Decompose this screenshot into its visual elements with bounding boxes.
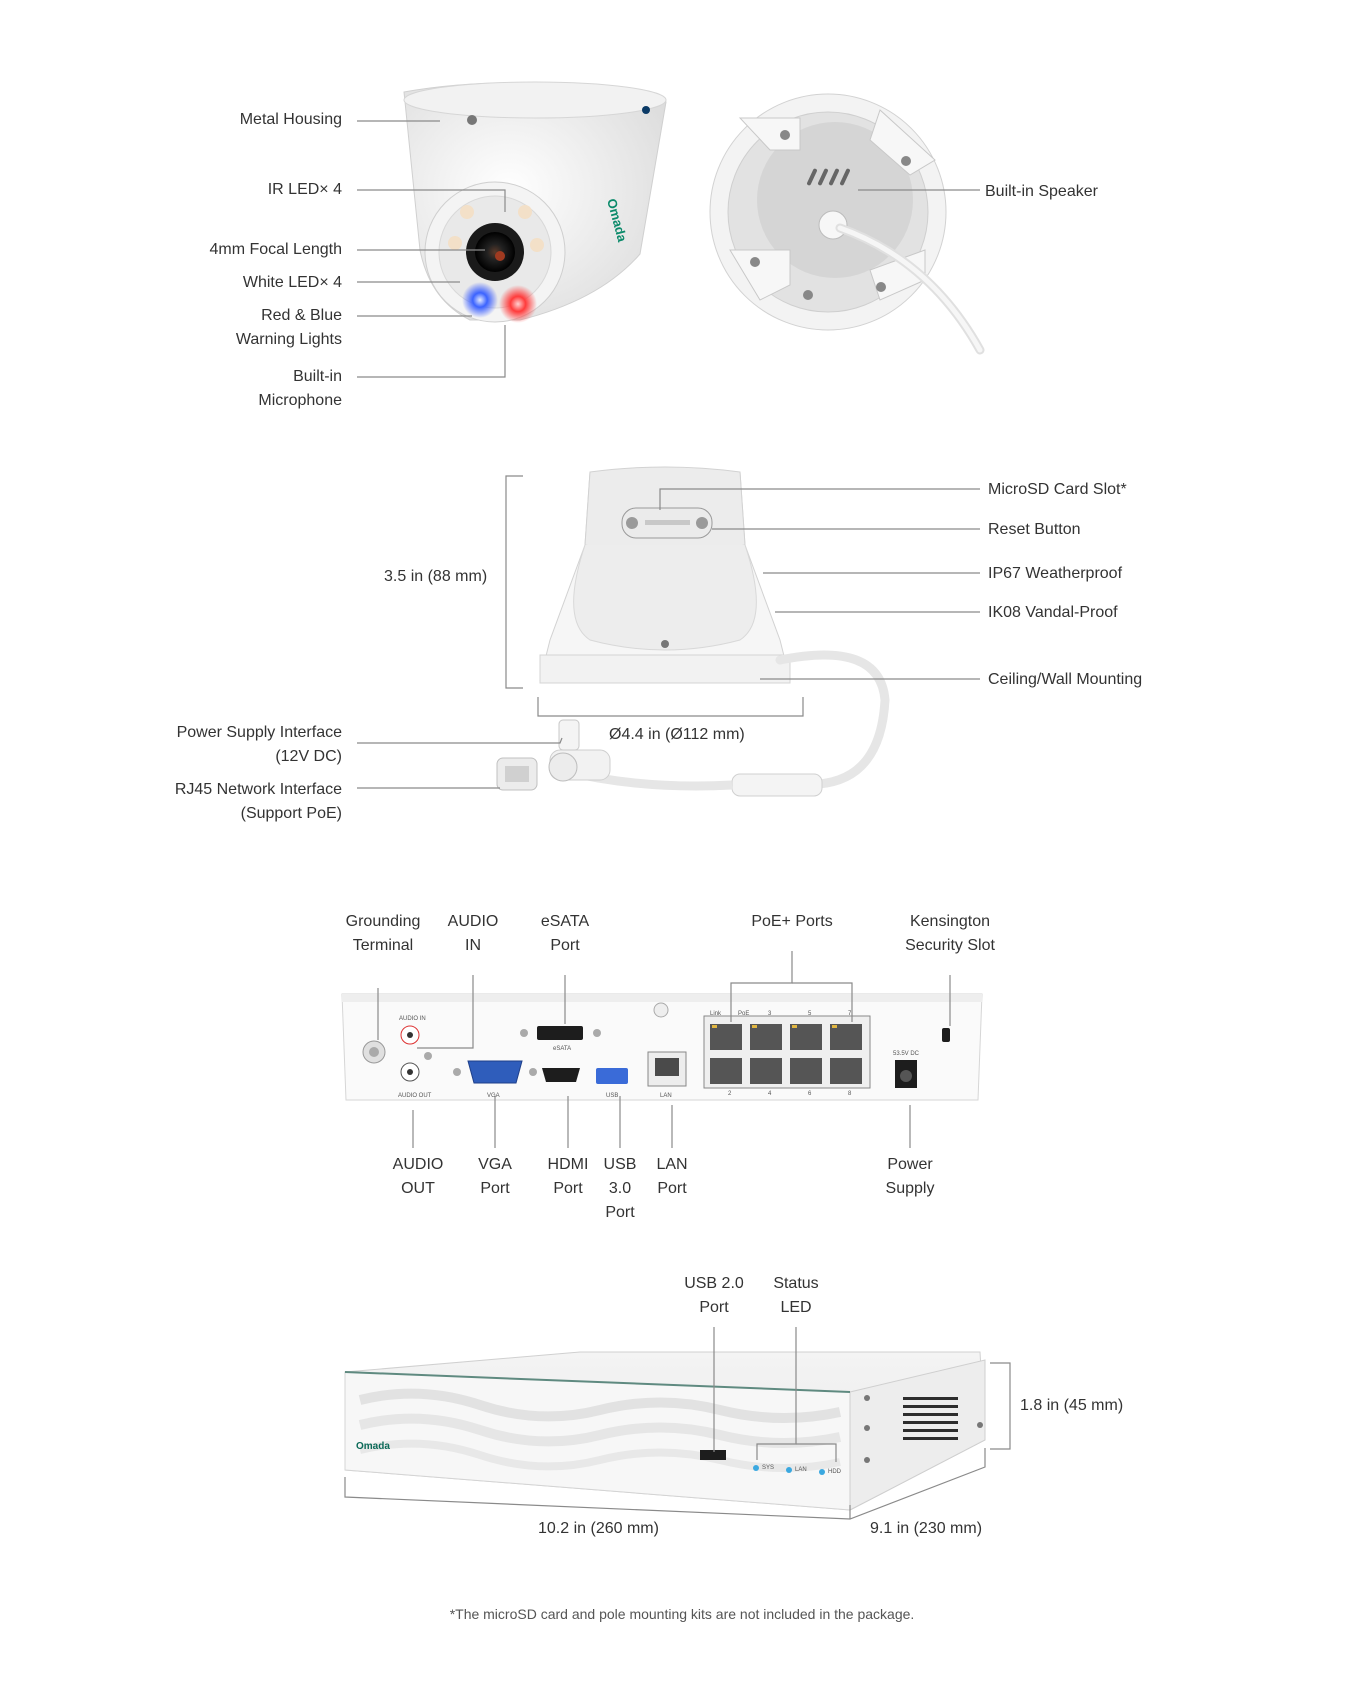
camera-diameter-dimension: Ø4.4 in (Ø112 mm) [609, 726, 745, 743]
poe-ports-label: PoE+ Ports [751, 913, 833, 930]
ik08-label: IK08 Vandal-Proof [988, 604, 1118, 621]
panel-port-5: 5 [808, 1011, 812, 1017]
rj45-interface-label: RJ45 Network Interface(Support PoE) [174, 781, 342, 822]
panel-port-8: 8 [848, 1091, 852, 1097]
nvr-brand-logo: Omada [356, 1441, 390, 1452]
white-led-label: White LED× 4 [242, 274, 342, 291]
panel-port-6: 6 [808, 1091, 812, 1097]
panel-lan-text: LAN [660, 1093, 672, 1099]
ip67-label: IP67 Weatherproof [988, 565, 1123, 582]
microsd-slot-label: MicroSD Card Slot* [988, 481, 1127, 498]
camera-side-illustration [496, 466, 890, 797]
panel-port-4: 4 [768, 1091, 772, 1097]
nvr-height-dimension: 1.8 in (45 mm) [1020, 1397, 1124, 1414]
camera-height-dimension: 3.5 in (88 mm) [384, 568, 488, 585]
ir-led-label: IR LED× 4 [267, 181, 342, 198]
footnote: *The microSD card and pole mounting kits… [449, 1606, 915, 1622]
panel-usb-text: USB [606, 1093, 619, 1099]
camera-front-illustration: Omada [403, 81, 667, 323]
panel-audio-out-text: AUDIO OUT [398, 1093, 432, 1099]
panel-port-7: 7 [848, 1011, 852, 1017]
nvr-front-illustration [344, 1351, 986, 1511]
panel-audio-in-text: AUDIO IN [399, 1016, 426, 1022]
built-in-speaker-label: Built-in Speaker [985, 183, 1098, 200]
panel-poe-text: PoE [738, 1011, 750, 1017]
panel-link-text: Link [710, 1011, 722, 1017]
nvr-width-dimension: 10.2 in (260 mm) [538, 1520, 659, 1537]
led-label-lan: LAN [795, 1467, 807, 1473]
power-interface-label: Power Supply Interface(12V DC) [176, 724, 342, 765]
reset-button-label: Reset Button [988, 521, 1081, 538]
panel-port-2: 2 [728, 1091, 732, 1097]
camera-back-illustration [709, 93, 985, 355]
panel-esata-text: eSATA [553, 1046, 572, 1052]
led-label-hdd: HDD [828, 1469, 841, 1475]
focal-length-label: 4mm Focal Length [209, 241, 342, 258]
nvr-rear-illustration [341, 993, 983, 1101]
nvr-depth-dimension: 9.1 in (230 mm) [870, 1520, 983, 1537]
leader-lines [344, 120, 1011, 1520]
panel-port-3: 3 [768, 1011, 772, 1017]
metal-housing-label: Metal Housing [239, 111, 342, 128]
panel-vga-text: VGA [487, 1093, 500, 1099]
led-label-sys: SYS [762, 1465, 775, 1471]
panel-dc-text: 53.5V DC [893, 1051, 920, 1057]
mounting-label: Ceiling/Wall Mounting [988, 671, 1143, 688]
